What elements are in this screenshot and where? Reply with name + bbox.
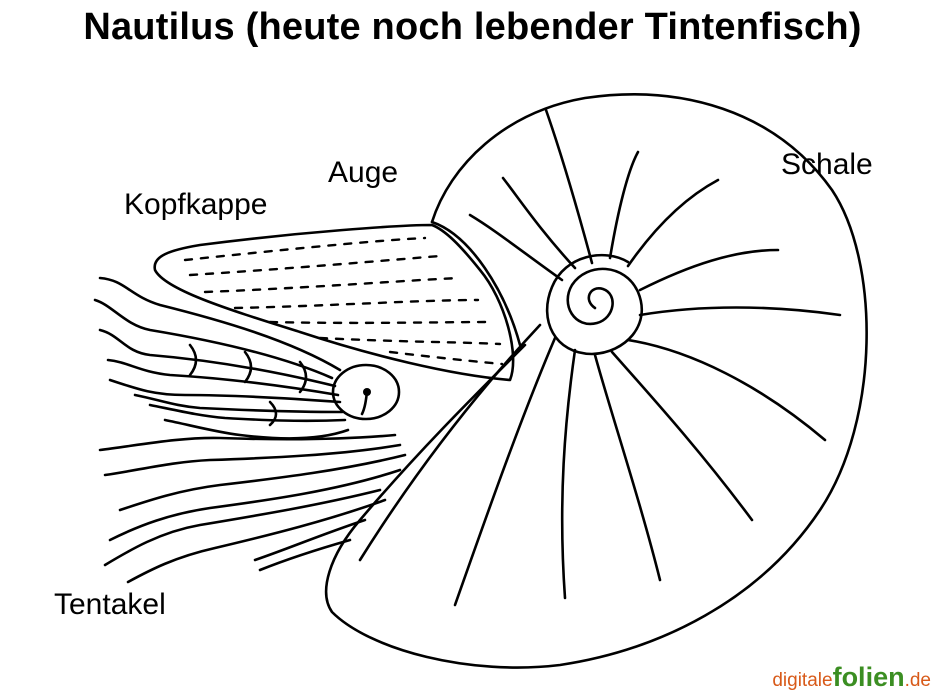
watermark-part-digitale: digitale <box>772 670 833 691</box>
watermark-part-folien: folien <box>832 662 905 692</box>
page-title: Nautilus (heute noch lebender Tintenfisc… <box>83 6 862 48</box>
tentacles <box>93 276 407 584</box>
watermark-part-de: .de <box>904 670 931 691</box>
label-auge: Auge <box>328 156 399 189</box>
watermark-logo: digitalefolien.de <box>772 664 931 691</box>
head-hood <box>153 223 515 382</box>
label-schale: Schale <box>781 148 873 181</box>
label-kopfkappe: Kopfkappe <box>124 188 268 221</box>
eye <box>331 363 401 421</box>
label-tentakel: Tentakel <box>54 588 166 621</box>
